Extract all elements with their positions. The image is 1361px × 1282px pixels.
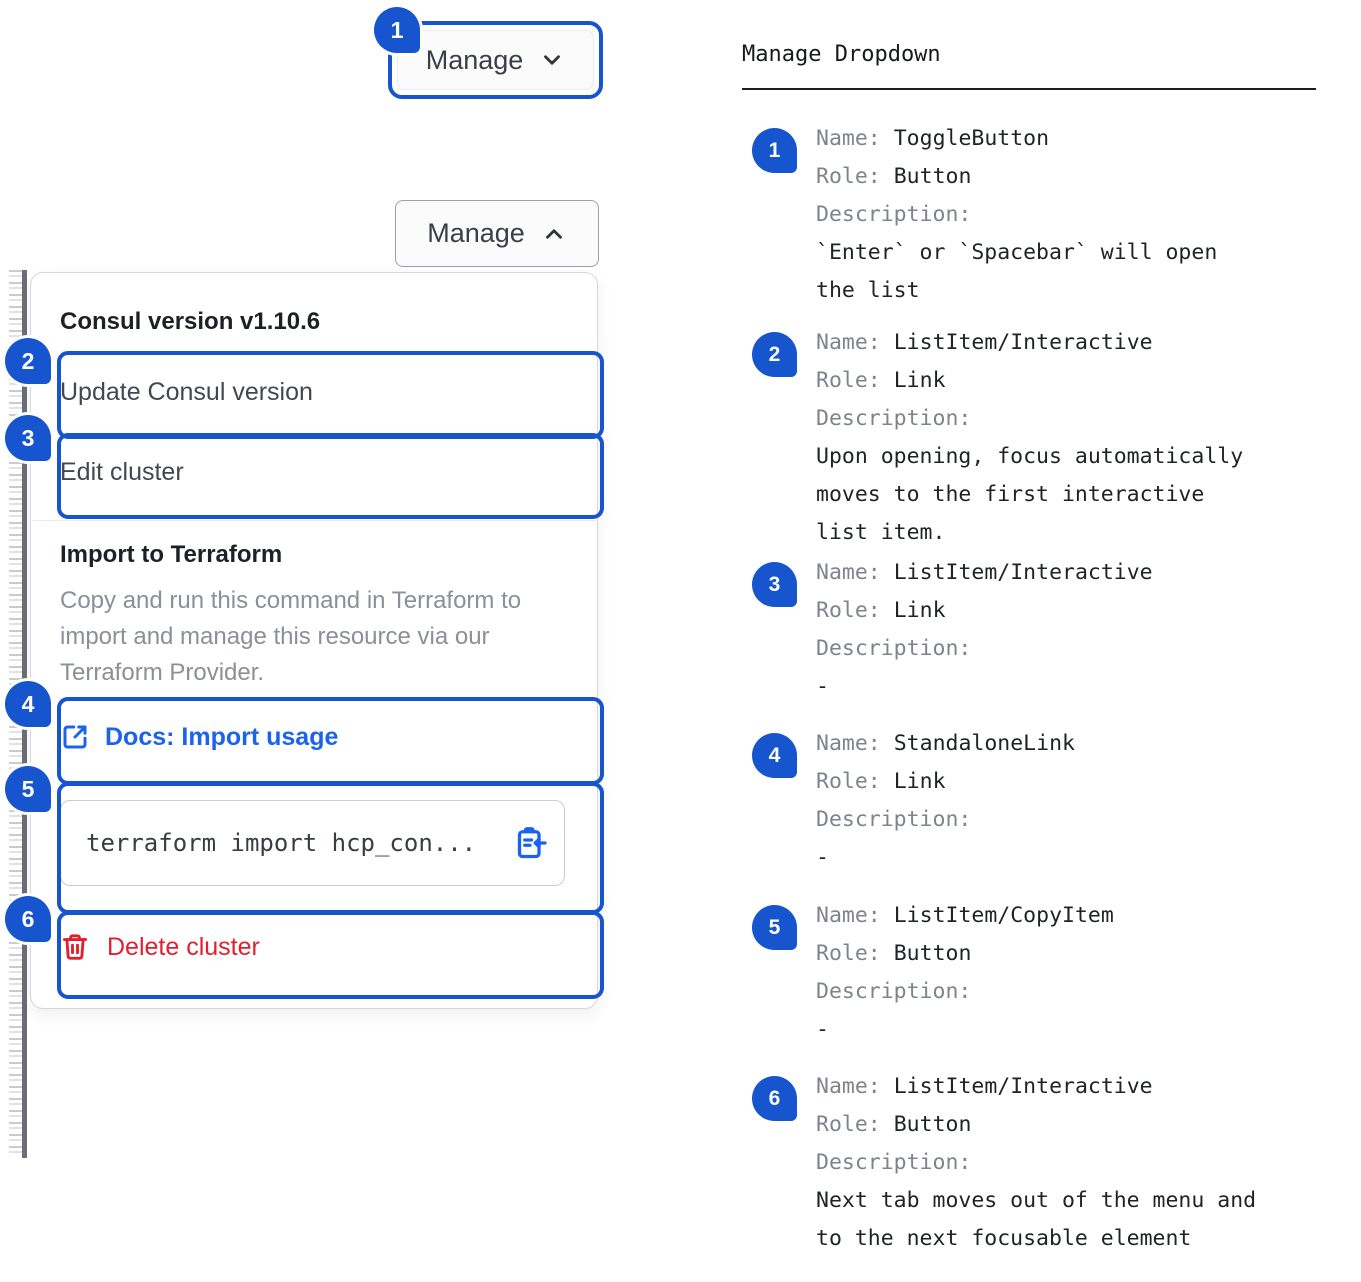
description-value: Upon opening, focus automatically moves … [816, 444, 1244, 545]
legend-rule [742, 88, 1316, 90]
description-label: Description: [816, 406, 972, 431]
name-value: StandaloneLink [893, 731, 1075, 756]
description-value: Next tab moves out of the menu and to th… [816, 1188, 1257, 1251]
annotation-badge-5: 5 [5, 766, 51, 812]
legend-badge-1: 1 [752, 128, 797, 173]
name-value: ListItem/Interactive [893, 1074, 1153, 1099]
docs-import-usage-link[interactable]: Docs: Import usage [60, 722, 338, 752]
name-label: Name: [816, 560, 881, 585]
description-value: - [816, 845, 829, 870]
description-value: `Enter` or `Spacebar` will open the list [816, 240, 1218, 303]
manage-dropdown-menu [30, 272, 598, 1009]
role-value: Link [893, 368, 946, 393]
name-label: Name: [816, 126, 881, 151]
clipboard-copy-icon [517, 827, 547, 859]
role-label: Role: [816, 941, 881, 966]
annotation-badge-4: 4 [5, 681, 51, 727]
name-label: Name: [816, 330, 881, 355]
chevron-down-icon [544, 55, 561, 65]
role-label: Role: [816, 164, 881, 189]
name-label: Name: [816, 731, 881, 756]
legend-badge-6: 6 [752, 1076, 797, 1121]
manage-button-label: Manage [427, 218, 525, 248]
legend-title: Manage Dropdown [742, 42, 941, 67]
docs-link-label: Docs: Import usage [105, 722, 339, 751]
name-label: Name: [816, 1074, 881, 1099]
manage-toggle-button-collapsed[interactable]: Manage [397, 30, 594, 90]
description-label: Description: [816, 1150, 972, 1175]
consul-version-header: Consul version v1.10.6 [60, 308, 321, 335]
annotation-badge-3: 3 [5, 415, 51, 461]
terraform-import-code-field[interactable]: terraform import hcp_con... [60, 800, 565, 886]
chevron-up-icon [545, 228, 562, 239]
description-label: Description: [816, 979, 972, 1004]
annotation-badge-6: 6 [5, 896, 51, 942]
annotation-badge-1: 1 [374, 7, 420, 53]
legend-badge-2: 2 [752, 332, 797, 377]
name-value: ListItem/CopyItem [893, 903, 1114, 928]
manage-button-label: Manage [425, 44, 524, 75]
role-label: Role: [816, 598, 881, 623]
manage-toggle-focus-ring: Manage [388, 21, 603, 99]
role-value: Link [893, 769, 946, 794]
role-value: Button [893, 1112, 972, 1137]
menu-item-update-consul-version[interactable]: Update Consul version [60, 378, 313, 406]
description-value: - [816, 1017, 829, 1042]
trash-icon [62, 934, 88, 960]
menu-item-edit-cluster[interactable]: Edit cluster [60, 458, 184, 486]
import-terraform-header: Import to Terraform [60, 541, 283, 568]
menu-item-delete-cluster[interactable]: Delete cluster [60, 932, 260, 962]
manage-toggle-button-expanded-inner[interactable]: Manage [396, 201, 598, 266]
name-value: ListItem/Interactive [893, 560, 1153, 585]
name-label: Name: [816, 903, 881, 928]
menu-divider [32, 520, 596, 521]
description-value: - [816, 674, 829, 699]
role-value: Button [893, 164, 972, 189]
description-label: Description: [816, 636, 972, 661]
legend-badge-3: 3 [752, 562, 797, 607]
copy-snippet-button[interactable] [512, 825, 548, 861]
terraform-import-command: terraform import hcp_con... [86, 829, 477, 857]
role-value: Link [893, 598, 946, 623]
description-label: Description: [816, 807, 972, 832]
annotation-badge-2: 2 [5, 338, 51, 384]
legend-badge-4: 4 [752, 733, 797, 778]
external-link-icon [63, 725, 87, 749]
delete-cluster-label: Delete cluster [107, 932, 260, 961]
role-label: Role: [816, 769, 881, 794]
role-label: Role: [816, 1112, 881, 1137]
import-terraform-description: Copy and run this command in Terraform t… [60, 587, 522, 686]
name-value: ListItem/Interactive [893, 330, 1153, 355]
role-label: Role: [816, 368, 881, 393]
manage-toggle-button-expanded[interactable]: Manage [395, 200, 599, 267]
role-value: Button [893, 941, 972, 966]
description-label: Description: [816, 202, 972, 227]
legend-badge-5: 5 [752, 905, 797, 950]
name-value: ToggleButton [893, 126, 1050, 151]
